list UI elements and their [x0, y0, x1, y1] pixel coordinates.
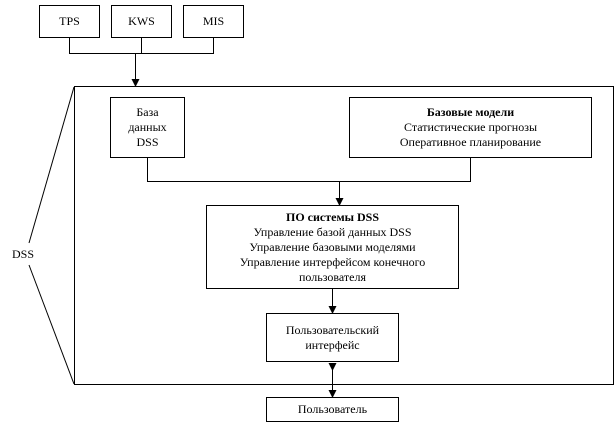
models-title: Базовые модели: [426, 105, 515, 119]
models-line-2: Оперативное планирование: [399, 135, 542, 149]
ui-box: Пользовательский интерфейс: [266, 313, 399, 362]
user-box: Пользователь: [266, 397, 399, 422]
dss-frame: [74, 86, 614, 385]
source-tps-box: TPS: [39, 5, 100, 38]
database-line-1: База: [136, 105, 159, 119]
software-line-4: пользователя: [299, 269, 366, 284]
source-kws-label: KWS: [128, 14, 155, 28]
dss-bracket-top: [28, 86, 75, 244]
source-tps-label: TPS: [59, 14, 80, 28]
source-kws-box: KWS: [111, 5, 172, 38]
ui-line-2: интерфейс: [305, 337, 360, 352]
models-box: Базовые модели Статистические прогнозы О…: [349, 97, 592, 158]
software-title: ПО системы DSS: [285, 209, 379, 224]
user-label: Пользователь: [297, 402, 368, 416]
source-mis-box: MIS: [183, 5, 244, 38]
dss-label: DSS: [12, 247, 35, 261]
database-line-3: DSS: [136, 135, 159, 149]
source-mis-label: MIS: [202, 14, 225, 28]
software-line-2: Управление базовыми моделями: [249, 239, 416, 254]
software-line-1: Управление базой данных DSS: [253, 224, 412, 239]
software-box: ПО системы DSS Управление базой данных D…: [206, 205, 459, 289]
dss-bracket-bottom: [28, 264, 75, 385]
ui-line-1: Пользовательский: [285, 322, 380, 337]
database-line-2: данных: [128, 120, 167, 134]
database-box: База данных DSS: [110, 97, 185, 158]
models-line-1: Статистические прогнозы: [403, 120, 538, 134]
software-line-3: Управление интерфейсом конечного: [239, 254, 426, 269]
